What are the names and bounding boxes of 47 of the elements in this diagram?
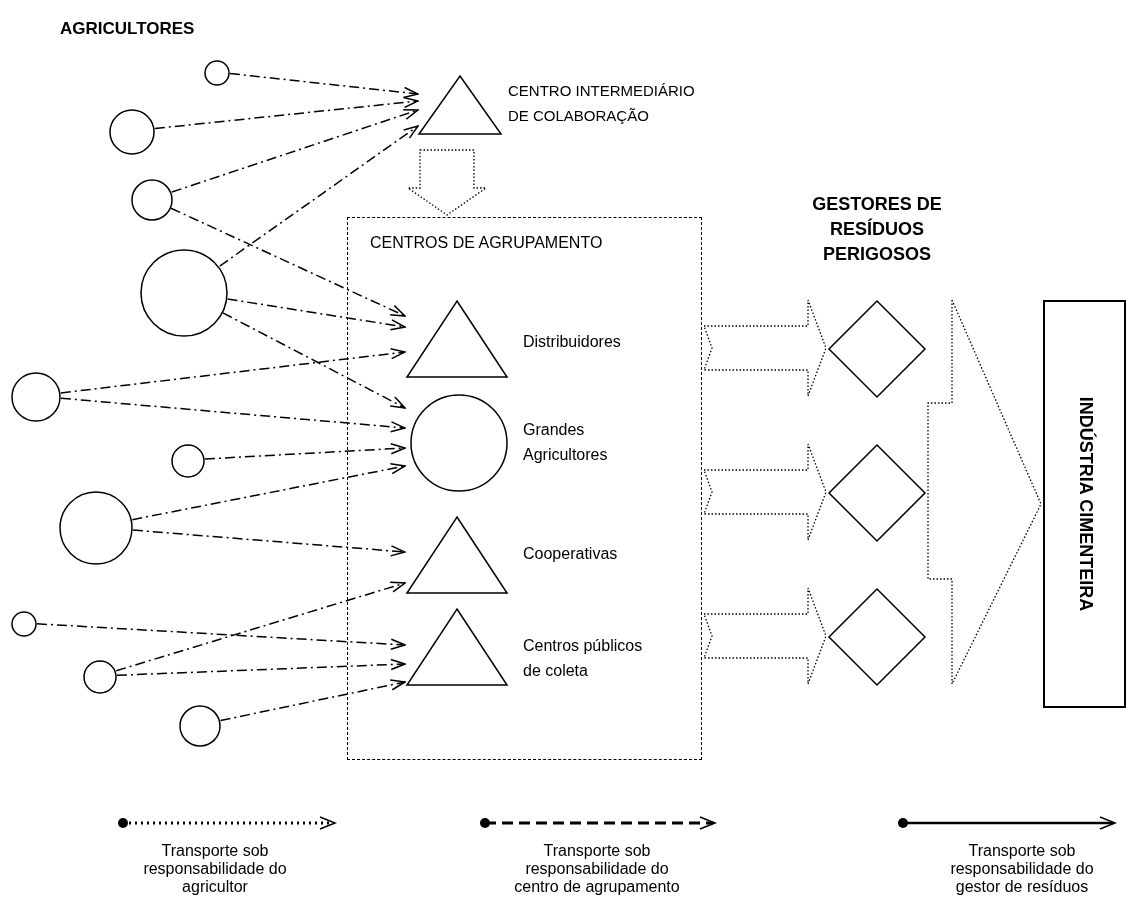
arrow xyxy=(229,72,419,99)
arrow xyxy=(36,623,406,650)
arrow xyxy=(219,125,419,267)
arrow xyxy=(115,581,406,672)
farmer-circle xyxy=(11,611,37,637)
arrow xyxy=(116,658,406,677)
arrow xyxy=(154,96,419,130)
node-label: Centros públicos de coleta xyxy=(523,636,644,681)
block-arrow xyxy=(927,299,1042,685)
legend-text: Transporte sob responsabilidade do agricultor xyxy=(142,842,288,896)
farmer-circle xyxy=(83,660,117,694)
farmer-circle xyxy=(204,60,230,86)
node-label: Distribuidores xyxy=(523,332,622,352)
farmer-circle xyxy=(171,444,205,478)
arrow xyxy=(131,463,406,521)
node-label: INDÚSTRIA CIMENTEIRA xyxy=(1074,396,1097,612)
node-label: Cooperativas xyxy=(523,544,619,564)
diamond-shape xyxy=(828,444,926,542)
diamond-shape xyxy=(828,588,926,686)
arrow xyxy=(219,679,406,722)
node-label: Grandes Agricultores xyxy=(523,420,609,465)
group-heading: CENTROS DE AGRUPAMENTO xyxy=(370,233,603,253)
heading-text: AGRICULTORES xyxy=(60,18,196,40)
arrow xyxy=(226,298,406,331)
block-arrow xyxy=(703,587,827,685)
arrow xyxy=(171,108,419,193)
arrow xyxy=(170,207,406,317)
block-arrow xyxy=(703,443,827,541)
dashed-group-box xyxy=(347,217,702,760)
arrow xyxy=(60,347,406,394)
heading-text: GESTORES DE RESÍDUOS PERIGOSOS xyxy=(811,193,943,266)
industry-box xyxy=(1043,300,1126,708)
arrow xyxy=(60,397,406,433)
farmer-circle xyxy=(109,109,155,155)
farmer-circle xyxy=(179,705,221,747)
farmer-circle xyxy=(11,372,61,422)
legend-text: Transporte sob responsabilidade do gestor de resíduos xyxy=(949,842,1095,896)
legend-text: Transporte sob responsabilidade do centro de agrupamento xyxy=(513,842,681,896)
arrow xyxy=(222,312,406,409)
block-arrow xyxy=(703,299,827,397)
node-label: CENTRO INTERMEDIÁRIO DE COLABORAÇÃO xyxy=(508,81,696,126)
arrow xyxy=(204,443,406,460)
farmer-circle xyxy=(131,179,173,221)
diamond-shape xyxy=(828,300,926,398)
farmer-circle xyxy=(140,249,228,337)
arrow xyxy=(132,529,406,557)
farmer-circle xyxy=(59,491,133,565)
